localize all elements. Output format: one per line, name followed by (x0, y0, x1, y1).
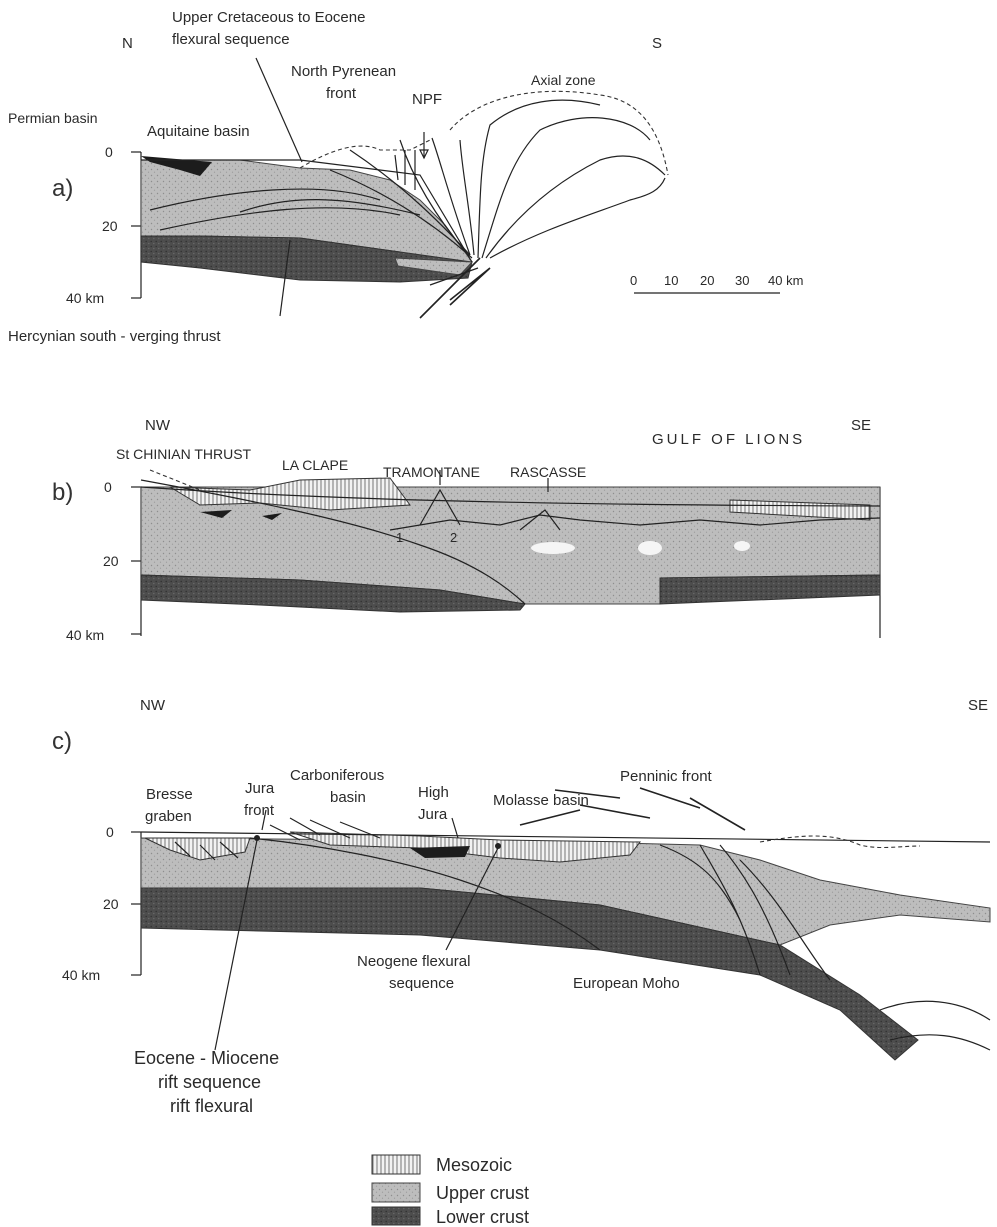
panel-c-carboniferous-label-2: basin (330, 789, 366, 806)
panel-b: b) NW SE GULF OF LIONS 0 20 40 km (52, 417, 880, 643)
panel-a-tick-0: 0 (105, 144, 113, 160)
panel-b-tramontane-label: TRAMONTANE (383, 464, 480, 480)
panel-b-rascasse-label: RASCASSE (510, 464, 586, 480)
panel-a-north-pyrenean-label-1: North Pyrenean (291, 63, 396, 80)
panel-b-la-clape-label: LA CLAPE (282, 457, 348, 473)
panel-a-upper-cretaceous-label-2: flexural sequence (172, 31, 290, 48)
legend-upper-crust-swatch (372, 1183, 420, 1202)
panel-c-jura-front-label-1: Jura (245, 780, 275, 797)
panel-c-northwest: NW (140, 697, 166, 714)
panel-b-tick-0: 0 (104, 479, 112, 495)
scale-40: 40 km (768, 273, 803, 288)
panel-b-mesozoic (170, 478, 410, 510)
legend-lower-crust-label: Lower crust (436, 1207, 529, 1227)
panel-c-bresse-label-1: Bresse (146, 786, 193, 803)
panel-b-lower-crust-east (660, 575, 880, 604)
panel-c-eocene-label-1: Eocene - Miocene (134, 1048, 279, 1068)
panel-a: a) N S 0 20 40 km (8, 9, 803, 345)
scale-20: 20 (700, 273, 714, 288)
panel-c-neogene-label-1: Neogene flexural (357, 953, 470, 970)
legend-upper-crust-label: Upper crust (436, 1183, 529, 1203)
panel-b-southeast: SE (851, 417, 871, 434)
panel-c-label: c) (52, 728, 72, 755)
scale-30: 30 (735, 273, 749, 288)
panel-a-upper-cretaceous-label-1: Upper Cretaceous to Eocene (172, 9, 365, 26)
panel-b-northwest: NW (145, 417, 171, 434)
panel-b-fault-2: 2 (450, 530, 457, 545)
legend-mesozoic-label: Mesozoic (436, 1155, 512, 1175)
panel-b-gulf-label: GULF OF LIONS (652, 431, 805, 448)
panel-b-fault-1: 1 (396, 530, 403, 545)
panel-a-scale-bar: 0 10 20 30 40 km (630, 273, 803, 293)
panel-a-aquitaine-basin-label: Aquitaine basin (147, 123, 250, 140)
legend-lower-crust-swatch (372, 1207, 420, 1225)
panel-c: c) NW SE 0 20 40 km (52, 697, 990, 1116)
panel-b-depth-axis: 0 20 40 km (66, 479, 141, 643)
panel-c-carboniferous-label-1: Carboniferous (290, 767, 384, 784)
panel-a-label: a) (52, 175, 73, 202)
legend-mesozoic-swatch (372, 1155, 420, 1174)
panel-a-north: N (122, 35, 133, 52)
panel-a-hercynian-label: Hercynian south - verging thrust (8, 328, 221, 345)
panel-c-eocene-label-3: rift flexural (170, 1096, 253, 1116)
panel-c-eocene-label-2: rift sequence (158, 1072, 261, 1092)
panel-c-tick-40: 40 km (62, 967, 100, 983)
panel-a-axial-zone-label: Axial zone (531, 72, 596, 88)
panel-a-tick-20: 20 (102, 218, 118, 234)
panel-a-south: S (652, 35, 662, 52)
panel-c-southeast: SE (968, 697, 988, 714)
panel-c-european-moho-label: European Moho (573, 975, 680, 992)
scale-10: 10 (664, 273, 678, 288)
scale-0: 0 (630, 273, 637, 288)
panel-a-north-pyrenean-label-2: front (326, 85, 357, 102)
panel-a-permian-basin-label: Permian basin (8, 110, 98, 126)
panel-c-jura-front-label-2: front (244, 802, 275, 819)
legend: Mesozoic Upper crust Lower crust (372, 1155, 529, 1227)
panel-a-npf-label: NPF (412, 91, 442, 108)
panel-c-bresse-label-2: graben (145, 808, 192, 825)
panel-a-tick-40: 40 km (66, 290, 104, 306)
panel-b-tick-20: 20 (103, 553, 119, 569)
panel-c-molasse-label: Molasse basin (493, 792, 589, 809)
panel-c-depth-axis: 0 20 40 km (62, 824, 141, 983)
panel-c-neogene-label-2: sequence (389, 975, 454, 992)
panel-c-high-jura-label-1: High (418, 784, 449, 801)
panel-b-label: b) (52, 479, 73, 506)
panel-c-high-jura-label-2: Jura (418, 806, 448, 823)
panel-c-tick-0: 0 (106, 824, 114, 840)
panel-a-depth-axis: 0 20 40 km (66, 144, 141, 306)
panel-c-tick-20: 20 (103, 896, 119, 912)
panel-c-penninic-label: Penninic front (620, 768, 713, 785)
panel-b-tick-40: 40 km (66, 627, 104, 643)
panel-b-st-chinian-label: St CHINIAN THRUST (116, 446, 252, 462)
